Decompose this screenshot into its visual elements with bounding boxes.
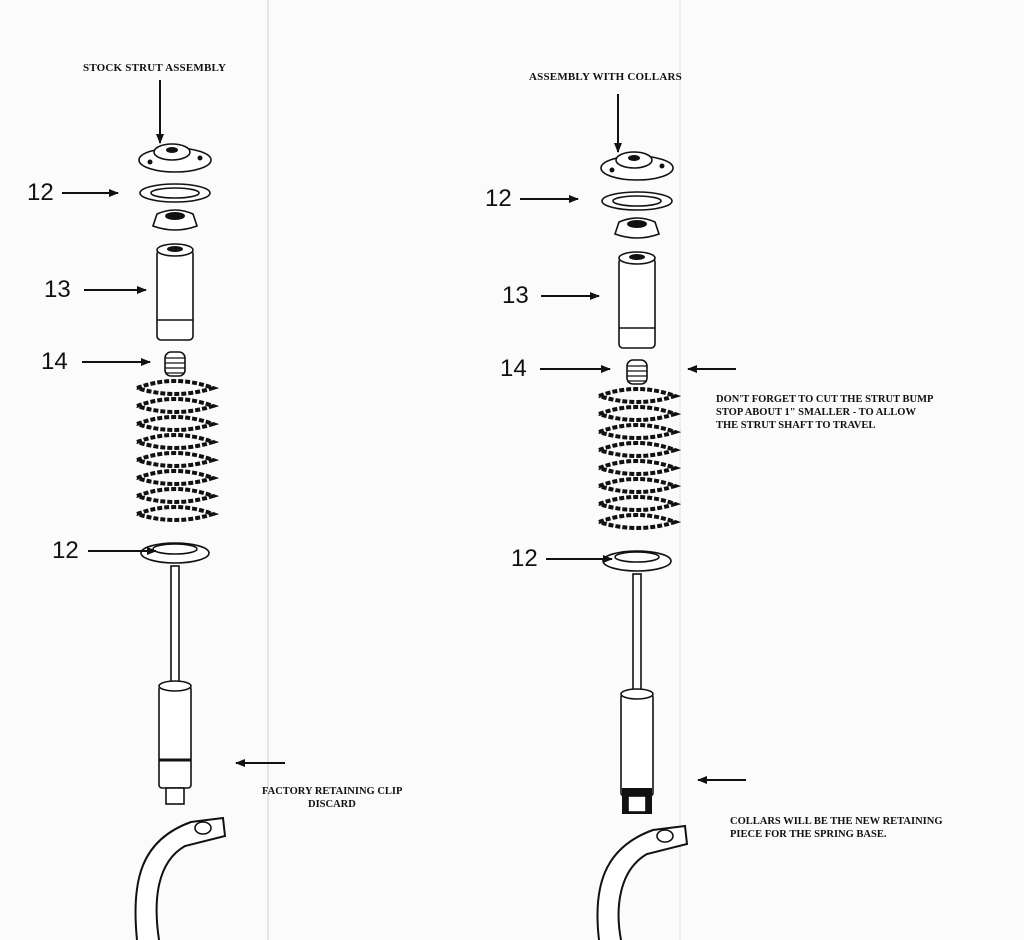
bump-note-line3: THE STRUT SHAFT TO TRAVEL [716,420,876,431]
spring-coil [136,415,220,432]
left-label-14: 14 [41,348,68,375]
bottom-spring-seat-inner [614,551,660,563]
collar-note-line1: COLLARS WILL BE THE NEW RETAINING [730,816,943,827]
spring-coil [136,487,220,504]
dust-boot-hole [167,246,183,252]
top-spring-seat-inner [612,195,662,207]
dust-boot [156,249,194,341]
left-label-12-top: 12 [27,179,54,206]
strut-shaft [170,565,180,687]
spring-coil [136,505,220,522]
spring-coil [136,397,220,414]
spring-coil [136,379,220,396]
spring-coil [598,441,682,458]
left-clip-note-line1: FACTORY RETAINING CLIP [262,786,403,797]
spring-coil [598,477,682,494]
collar-note-line2: PIECE FOR THE SPRING BASE. [730,829,887,840]
spring-coil [598,513,682,530]
left-label-13: 13 [44,276,71,303]
mount-bolt [659,163,665,169]
spring-coil [598,495,682,512]
spring-coil [136,433,220,450]
bump-note-line1: DON'T FORGET TO CUT THE STRUT BUMP [716,394,934,405]
strut-body-top [620,688,654,700]
top-mount-stud [628,155,640,161]
bearing-hole [627,220,647,228]
dust-boot-hole [629,254,645,260]
spring-coil [598,387,682,404]
right-label-13: 13 [502,282,529,309]
mount-bolt [147,159,153,165]
strut-base [627,795,647,813]
bottom-spring-seat-inner [152,543,198,555]
left-title: STOCK STRUT ASSEMBLY [83,62,227,74]
right-label-12-top: 12 [485,185,512,212]
strut-shaft [632,573,642,695]
left-label-12-bottom: 12 [52,537,79,564]
spring-coil [136,469,220,486]
knuckle-clamp [194,821,212,835]
strut-base [165,787,185,805]
dust-boot [618,257,656,349]
spring-coil [136,451,220,468]
knuckle-clamp [656,829,674,843]
left-clip-note-line2: DISCARD [308,799,356,810]
mount-bolt [197,155,203,161]
right-label-14: 14 [500,355,527,382]
strut-body-top [158,680,192,692]
steering-knuckle [596,824,689,940]
top-mount-stud [166,147,178,153]
bearing-hole [165,212,185,220]
left-strut-assembly [134,143,227,940]
spring-coil [598,405,682,422]
spring-coil [598,423,682,440]
spring-coil [598,459,682,476]
steering-knuckle [134,816,227,940]
right-label-12-bottom: 12 [511,545,538,572]
mount-bolt [609,167,615,173]
top-spring-seat-inner [150,187,200,199]
right-strut-assembly [596,151,689,940]
bump-note-line2: STOP ABOUT 1" SMALLER - TO ALLOW [716,407,916,418]
right-title: ASSEMBLY WITH COLLARS [529,71,682,83]
strut-body [158,685,192,789]
strut-body [620,693,654,797]
